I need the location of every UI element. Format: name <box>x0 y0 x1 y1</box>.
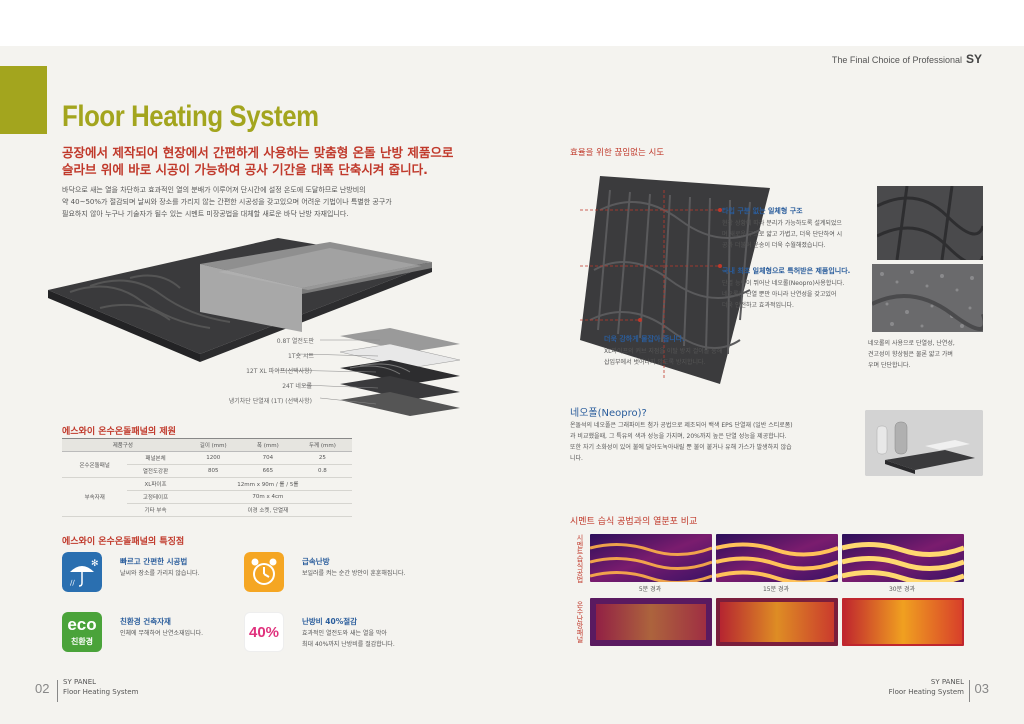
page-number: 03 <box>974 681 989 696</box>
headline: 공장에서 제작되어 현장에서 간편하게 사용하는 맞춤형 온돌 난방 제품으로 … <box>62 145 454 177</box>
table-row: 고정테이프 70m x 4cm <box>62 490 352 504</box>
callout-desc: 단열 능력이 뛰어난 네오롤(Neopro)사용합니다.네오롤은 단열 뿐만 아… <box>722 280 845 309</box>
svg-text:✻: ✻ <box>91 559 99 569</box>
table-header: 길이 (mm) <box>183 438 243 452</box>
table-header: 제품구성 <box>62 438 184 452</box>
feature-title: 빠르고 간편한 시공법 <box>120 557 188 566</box>
intro-text: 바닥으로 새는 열을 차단하고 효과적인 열의 분배가 이루어져 단시간에 설정… <box>62 186 392 218</box>
svg-text:∕∕: ∕∕ <box>70 579 75 587</box>
neopro-title: 네오폴(Neopro)? <box>570 408 647 419</box>
neopro-photo <box>865 410 983 476</box>
thermal-image <box>590 598 712 646</box>
section-title: 효율을 위한 끊임없는 시도 <box>570 148 665 158</box>
features-title: 에스와이 온수온돌패널의 특징점 <box>62 537 185 547</box>
thermal-caption: 5분 경과 <box>638 586 662 593</box>
row-label: 시멘트습식공법 <box>576 533 584 583</box>
spec-table: 제품구성 길이 (mm) 폭 (mm) 두께 (mm) 온수온돌패널 패널본체 … <box>62 438 352 517</box>
compare-title: 시멘트 습식 공법과의 열분포 비교 <box>570 517 698 527</box>
thermal-image <box>716 534 838 582</box>
page-title: Floor Heating System <box>62 100 319 133</box>
alarm-clock-icon <box>244 552 284 592</box>
callout-title: 국내 최초 일체형으로 특허받은 제품입니다. <box>722 267 851 275</box>
feature-title: 친환경 건축자재 <box>120 617 171 626</box>
spec-title: 에스와이 온수온돌패널의 제원 <box>62 427 176 437</box>
eco-icon: eco 친환경 <box>62 612 102 652</box>
table-row: 열전도강판 805 665 0.8 <box>62 464 352 478</box>
table-header: 두께 (mm) <box>292 438 352 452</box>
top-margin <box>0 0 1024 46</box>
layer-label: 0.8T 열전도판 <box>276 338 314 345</box>
table-row: 온수온돌패널 패널본체 1200 704 25 <box>62 451 352 478</box>
feature-title: 난방비 40%절감 <box>302 617 358 626</box>
panel-illustration <box>48 238 461 416</box>
closeup-photo-texture <box>872 264 983 332</box>
thermal-image <box>842 598 964 646</box>
callout-title: 더욱 강하게 물잡아 줍니다. <box>604 335 685 343</box>
thermal-image <box>716 598 838 646</box>
panel-top-view <box>580 176 770 384</box>
brand-logo: SY <box>965 52 982 66</box>
row-label: 온수난방패널 <box>576 601 584 643</box>
layer-label: 24T 네오롤 <box>282 383 312 390</box>
layer-label: 냉기차단 단열재 (1T) (선택사항) <box>228 398 312 405</box>
thermal-caption: 30분 경과 <box>888 586 916 593</box>
footer-right: 03 SY PANEL Floor Heating System <box>869 678 989 702</box>
layer-label: 1T숏 시트 <box>288 353 314 360</box>
feature-desc: 날씨와 장소를 가리지 않습니다. <box>120 570 200 577</box>
closeup-photo-grooves <box>877 186 983 260</box>
table-header: 폭 (mm) <box>242 438 293 452</box>
accent-bar <box>0 66 47 134</box>
table-row: 부속자재 XL파이프 12mm x 90m / 롤 / 5롤 <box>62 477 352 517</box>
thermal-image <box>590 534 712 582</box>
callout-title: 타입 구분 없는 일체형 구조 <box>722 207 803 215</box>
percent-icon: 40% <box>244 612 284 652</box>
layer-label: 12T XL 파이프(선택사항) <box>246 368 312 375</box>
feature-title: 급속난방 <box>302 557 330 566</box>
neopro-desc: 온돌석의 네오폴은 그래파이트 첨가 공법으로 제조되어 백색 EPS 단열재 … <box>570 422 793 462</box>
page-number: 02 <box>35 681 50 696</box>
thermal-image <box>842 534 964 582</box>
feature-desc: 보일러를 켜는 순간 방안이 훈훈해집니다. <box>302 570 406 577</box>
thermal-caption: 15분 경과 <box>762 586 790 593</box>
feature-desc: 인체에 무해하여 난연소재입니다. <box>120 630 204 637</box>
table-row: 기타 부속 이경 소켓, 단열재 <box>62 503 352 517</box>
weather-icon: ✻ ∕∕ <box>62 552 102 592</box>
